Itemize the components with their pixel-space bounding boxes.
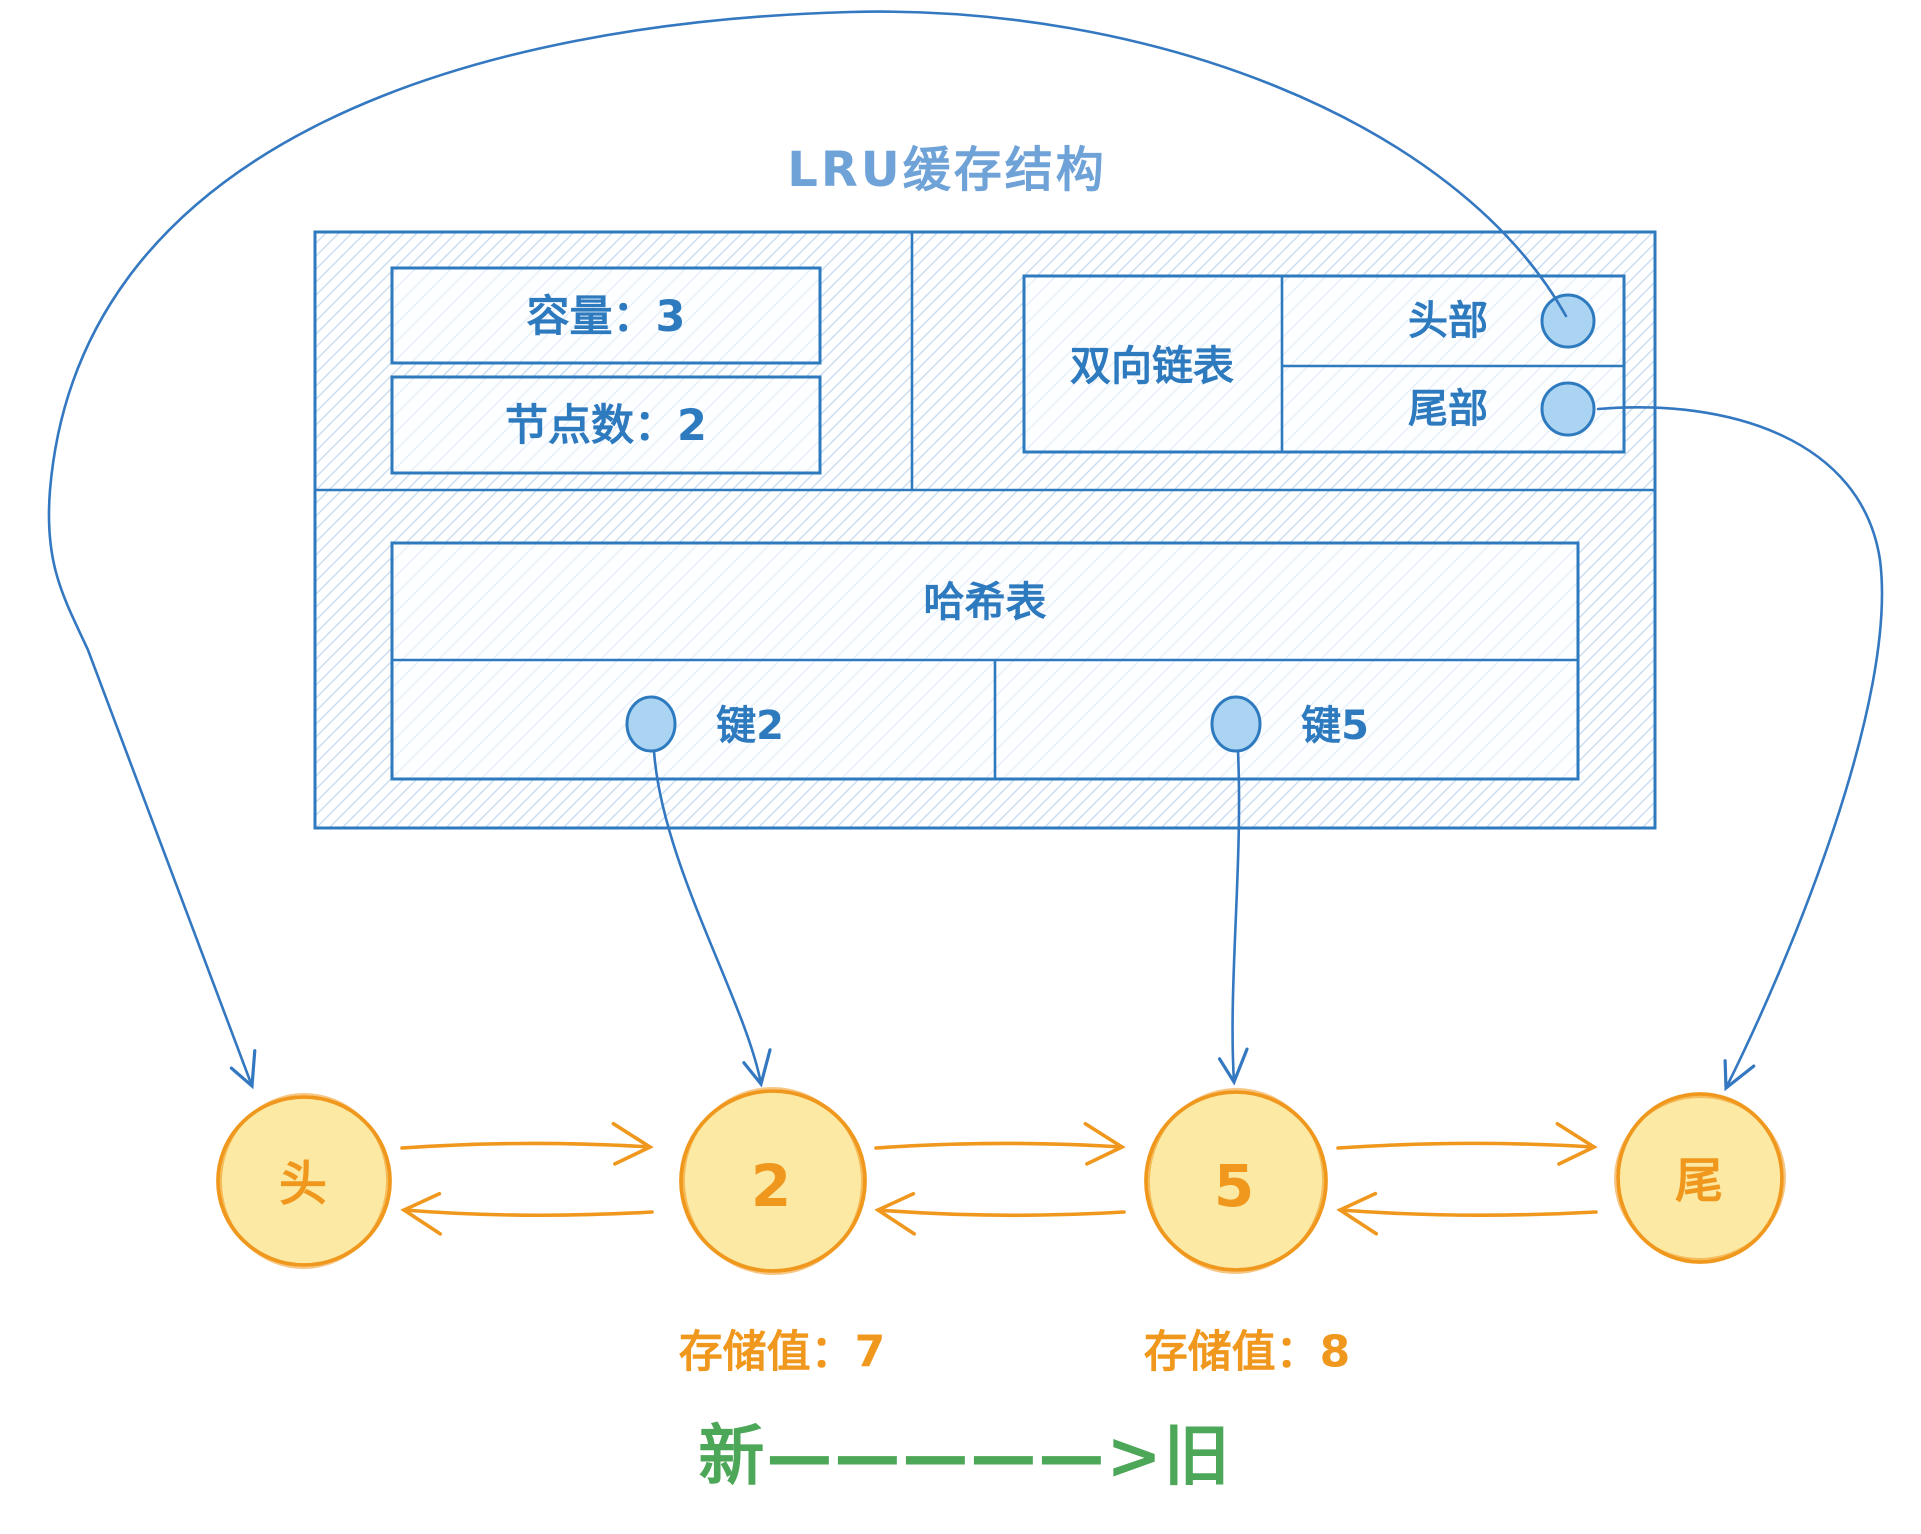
- node-5-value-label: 存储值：8: [1144, 1327, 1351, 1378]
- node-5-label: 5: [1214, 1152, 1254, 1220]
- arrow-tail-pointer-to-tail-node: [1596, 406, 1884, 1092]
- node-tail-label: 尾: [1675, 1153, 1723, 1209]
- linked-list-label: 双向链表: [1070, 342, 1234, 390]
- head-pointer-label: 头部: [1408, 298, 1488, 344]
- node-head-label: 头: [279, 1156, 327, 1212]
- arrow-head-pointer-to-head-node: [47, 10, 1568, 1090]
- hash-key5-dot: [1210, 695, 1262, 753]
- direction-legend: 新—————>旧: [698, 1418, 1231, 1495]
- arrow-key5-to-node5: [1217, 749, 1249, 1086]
- node-count-box: [390, 375, 822, 475]
- tail-pointer-dot: [1540, 381, 1596, 437]
- tail-pointer-label: 尾部: [1408, 386, 1488, 432]
- arrow-next-head-to-2: [400, 1121, 654, 1166]
- diagram-title: LRU缓存结构: [787, 142, 1107, 198]
- arrow-prev-tail-to-5: [1336, 1191, 1598, 1236]
- capacity-label: 容量：3: [527, 292, 686, 342]
- arrow-next-2-to-5: [874, 1121, 1126, 1166]
- arrow-key2-to-node2: [652, 749, 772, 1088]
- hash-key2-label: 键2: [716, 703, 784, 749]
- hash-key2-dot: [625, 695, 677, 753]
- node-head: 头: [216, 1093, 392, 1269]
- node-5: 5: [1144, 1088, 1328, 1274]
- node-2: 2: [679, 1087, 867, 1275]
- capacity-box: [390, 266, 822, 365]
- hash-key5-label: 键5: [1301, 703, 1369, 749]
- linked-list-box: [1022, 274, 1626, 454]
- head-pointer-dot: [1540, 293, 1596, 349]
- arrow-next-5-to-tail: [1336, 1121, 1598, 1166]
- node-2-label: 2: [751, 1152, 791, 1220]
- arrow-prev-2-to-head: [400, 1191, 654, 1236]
- hash-table-label: 哈希表: [924, 578, 1047, 626]
- node-tail: 尾: [1614, 1092, 1786, 1264]
- node-count-label: 节点数：2: [505, 401, 707, 451]
- arrow-prev-5-to-2: [874, 1191, 1126, 1236]
- node-2-value-label: 存储值：7: [679, 1327, 886, 1378]
